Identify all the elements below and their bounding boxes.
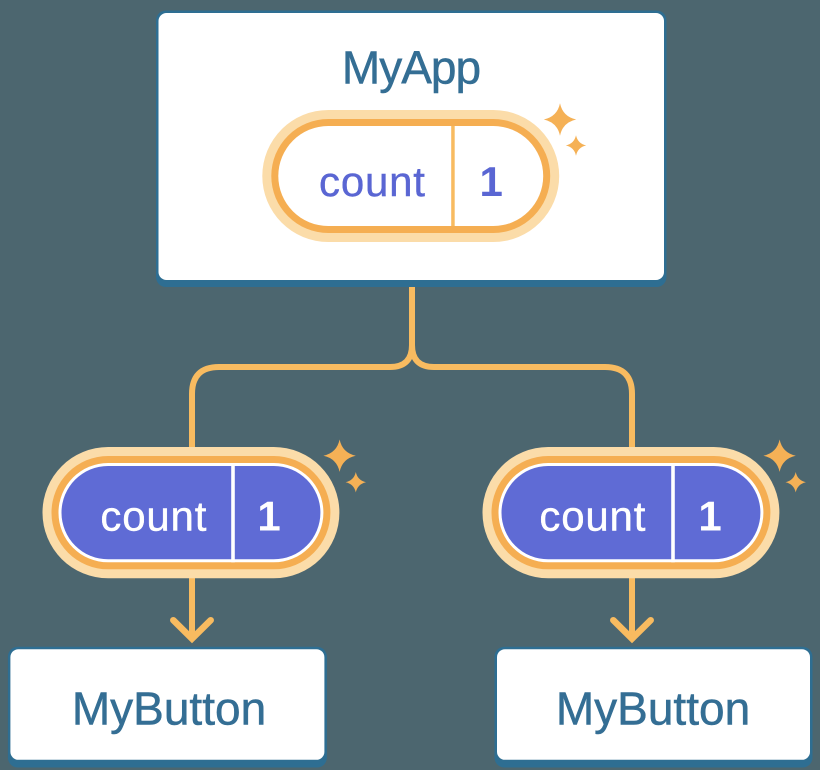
svg-text:count: count xyxy=(319,158,426,205)
svg-text:MyButton: MyButton xyxy=(72,683,266,735)
svg-text:1: 1 xyxy=(257,493,280,540)
svg-text:1: 1 xyxy=(698,493,721,540)
svg-text:1: 1 xyxy=(480,158,503,205)
svg-text:count: count xyxy=(539,493,646,540)
svg-text:MyButton: MyButton xyxy=(556,683,750,735)
svg-text:MyApp: MyApp xyxy=(342,42,480,94)
svg-text:count: count xyxy=(100,493,207,540)
